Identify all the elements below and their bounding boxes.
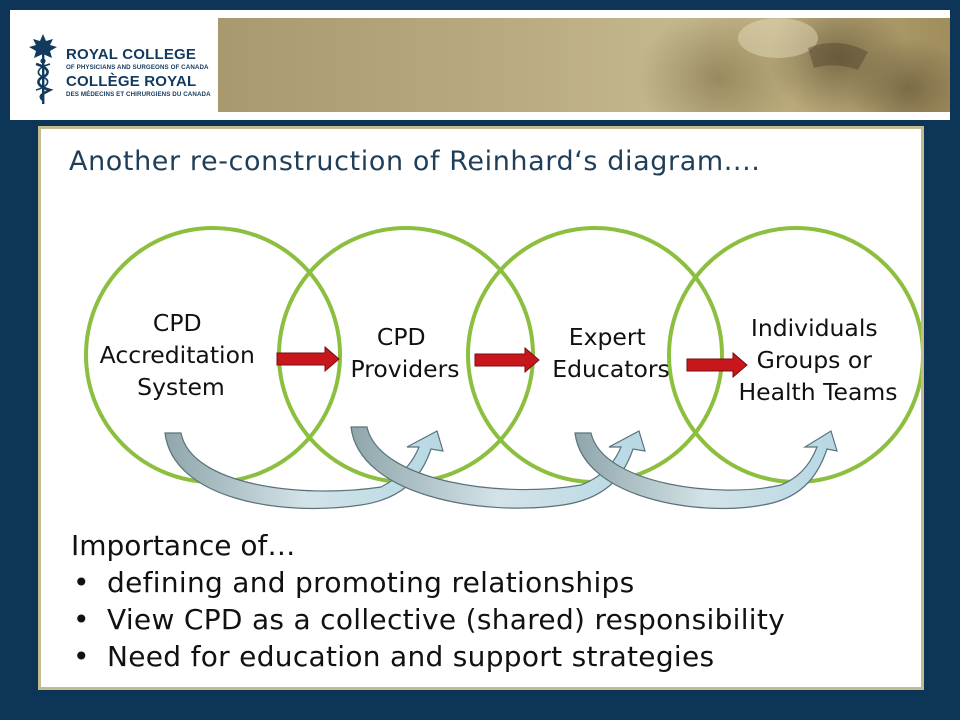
red-arrow-3 <box>686 351 748 379</box>
reinhard-diagram: CPD Accreditation System CPD Providers E… <box>84 226 921 510</box>
bullet-list: • defining and promoting relationships • V… <box>71 566 785 673</box>
bullet-dot: • <box>73 603 90 636</box>
importance-intro: Importance of… <box>71 529 296 562</box>
bullet-text: Need for education and support strategie… <box>107 640 715 673</box>
header-photo-banner <box>218 18 950 112</box>
bullet-dot: • <box>73 640 90 673</box>
red-arrow-2 <box>474 346 540 374</box>
header-bar: ROYAL COLLEGE OF PHYSICIANS AND SURGEONS… <box>10 10 950 120</box>
logo-text-royal-college: ROYAL COLLEGE <box>66 46 197 63</box>
curved-arrow-2 <box>350 426 646 509</box>
circle-label-individuals: Individuals Groups or Health Teams <box>739 314 898 406</box>
red-arrow-1 <box>276 345 340 373</box>
bullet-item: • defining and promoting relationships <box>71 566 785 599</box>
logo-text-college-royal: COLLÈGE ROYAL <box>66 73 197 90</box>
curved-arrow-3 <box>574 430 838 510</box>
slide-panel: Another re-construction of Reinhard‘s di… <box>38 126 924 690</box>
royal-college-logo[interactable]: ROYAL COLLEGE OF PHYSICIANS AND SURGEONS… <box>26 30 226 110</box>
banner-photo-image <box>638 18 950 112</box>
circle-label-providers: CPD Providers <box>351 323 460 383</box>
caduceus-crest-icon <box>29 34 57 104</box>
circle-label-educators: Expert Educators <box>552 323 669 383</box>
logo-text-medecins: DES MÉDECINS ET CHIRURGIENS DU CANADA <box>66 91 211 98</box>
bullet-item: • View CPD as a collective (shared) respo… <box>71 603 785 636</box>
circle-label-accreditation: CPD Accreditation System <box>100 309 263 401</box>
bullet-item: • Need for education and support strategi… <box>71 640 785 673</box>
slide-title: Another re-construction of Reinhard‘s di… <box>69 146 761 177</box>
bullet-text: defining and promoting relationships <box>107 566 635 599</box>
logo-text-physicians: OF PHYSICIANS AND SURGEONS OF CANADA <box>66 64 209 71</box>
bullet-dot: • <box>73 566 90 599</box>
importance-list: Importance of… • defining and promoting r… <box>71 529 785 677</box>
curved-arrow-1 <box>164 430 444 510</box>
bullet-text: View CPD as a collective (shared) respon… <box>107 603 786 636</box>
